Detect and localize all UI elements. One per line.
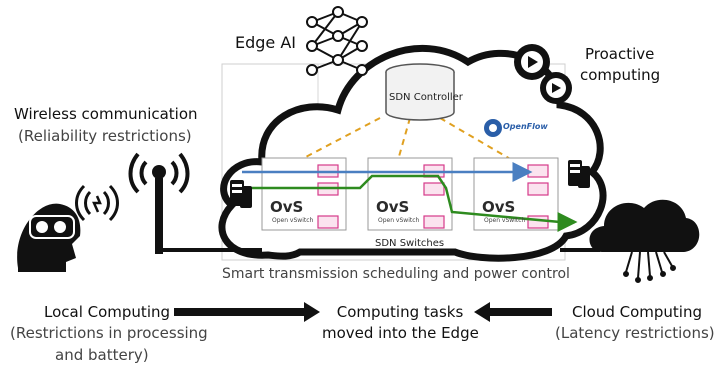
wireless-title: Wireless communication	[14, 105, 198, 123]
wireless-subtitle: (Reliability restrictions)	[18, 127, 192, 145]
ovs-caption: Open vSwitch	[272, 217, 314, 224]
edge-ai-label: Edge AI	[235, 33, 297, 52]
ovs-caption: Open vSwitch	[378, 217, 420, 224]
cloud-computing-subtitle: (Latency restrictions)	[555, 324, 715, 342]
ovs-logo: OvS	[270, 198, 304, 216]
sdn-controller-icon	[385, 63, 455, 121]
center-line1: Computing tasks	[336, 303, 464, 321]
local-computing-line1: (Restrictions in processing	[10, 324, 208, 342]
local-computing-title: Local Computing	[44, 303, 171, 321]
server-icon	[568, 160, 590, 188]
ovs-logo: OvS	[376, 198, 410, 216]
wireless-signal-icon	[75, 184, 119, 222]
proactive-line2: computing	[580, 66, 661, 84]
local-computing-line2: and battery)	[55, 346, 149, 364]
cloud-icon	[589, 199, 700, 283]
antenna-tower-icon	[128, 152, 190, 254]
proactive-line1: Proactive	[585, 45, 655, 63]
openflow-label: OpenFlow	[503, 122, 548, 131]
sdn-switches-label: SDN Switches	[375, 238, 445, 249]
server-icon	[230, 180, 252, 208]
openflow-logo	[484, 119, 502, 137]
neural-network-icon	[306, 6, 368, 76]
ovs-logo: OvS	[482, 198, 516, 216]
arrow-local-to-edge	[174, 302, 320, 322]
gears-play-icon	[514, 44, 572, 104]
ovs-caption: Open vSwitch	[484, 217, 526, 224]
cloud-computing-title: Cloud Computing	[572, 303, 702, 321]
sdn-controller-label: SDN Controller	[389, 92, 463, 103]
smart-transmission-label: Smart transmission scheduling and power …	[222, 266, 570, 282]
vr-headset-user-icon	[17, 203, 81, 272]
green-path	[242, 174, 578, 232]
control-links	[299, 117, 513, 161]
center-line2: moved into the Edge	[322, 324, 479, 342]
arrow-cloud-to-edge	[474, 302, 552, 322]
